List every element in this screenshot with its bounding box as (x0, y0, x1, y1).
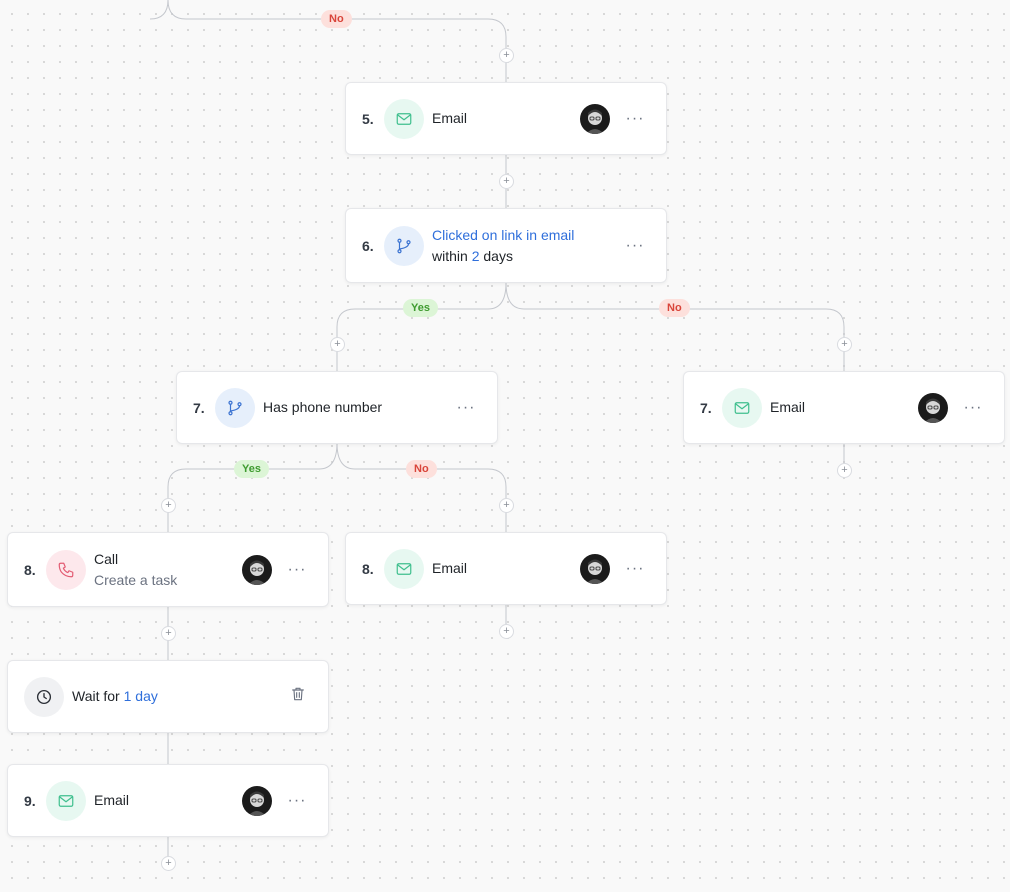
email-icon (384, 548, 424, 589)
more-options-button[interactable]: ··· (625, 109, 645, 127)
more-options-button[interactable]: ··· (287, 791, 307, 809)
step-card-condition[interactable]: 6. Clicked on link in email within 2 day… (345, 208, 667, 283)
avatar[interactable] (242, 554, 272, 585)
avatar[interactable] (580, 103, 610, 134)
trash-icon (292, 687, 304, 701)
branch-yes-label: Yes (234, 460, 269, 478)
branch-no-label: No (659, 299, 690, 317)
step-title: Email (770, 399, 806, 415)
add-step-button[interactable]: + (837, 463, 852, 478)
wait-prefix: Wait for (72, 688, 120, 704)
step-number: 8. (24, 561, 36, 578)
add-step-button[interactable]: + (161, 498, 176, 513)
step-number: 9. (24, 792, 36, 809)
step-number: 6. (362, 237, 374, 254)
step-card-email[interactable]: 7. Email ··· (683, 371, 1005, 444)
step-title: Email (432, 560, 468, 576)
add-step-button[interactable]: + (330, 337, 345, 352)
add-step-button[interactable]: + (161, 626, 176, 641)
avatar[interactable] (580, 553, 610, 584)
days-value[interactable]: 2 (471, 247, 480, 264)
email-icon (384, 98, 424, 139)
step-title: Call (94, 550, 119, 567)
step-number: 7. (700, 399, 712, 416)
email-icon (722, 387, 762, 428)
wait-duration[interactable]: 1 day (123, 688, 158, 704)
avatar[interactable] (242, 785, 272, 816)
phone-icon (46, 549, 86, 590)
more-options-button[interactable]: ··· (287, 560, 307, 578)
more-options-button[interactable]: ··· (963, 398, 983, 416)
condition-link[interactable]: Clicked on link in email (432, 226, 575, 243)
step-title: Has phone number (263, 399, 383, 415)
within-label: within (432, 247, 468, 264)
more-options-button[interactable]: ··· (625, 559, 645, 577)
step-number: 7. (193, 399, 205, 416)
branch-icon (384, 225, 424, 266)
step-number: 8. (362, 560, 374, 577)
step-card-call[interactable]: 8. Call Create a task ··· (7, 532, 329, 607)
add-step-button[interactable]: + (837, 337, 852, 352)
avatar[interactable] (918, 392, 948, 423)
step-card-email[interactable]: 9. Email ··· (7, 764, 329, 837)
branch-no-label: No (406, 460, 437, 478)
add-step-button[interactable]: + (499, 624, 514, 639)
delete-button[interactable] (290, 686, 306, 707)
step-title: Email (432, 110, 468, 126)
branch-no-label: No (321, 10, 352, 28)
branch-icon (215, 387, 255, 428)
email-icon (46, 780, 86, 821)
step-card-condition[interactable]: 7. Has phone number ··· (176, 371, 498, 444)
step-subtitle: Create a task (94, 571, 178, 588)
add-step-button[interactable]: + (161, 856, 176, 871)
clock-icon (24, 676, 64, 717)
step-card-email[interactable]: 5. Email ··· (345, 82, 667, 155)
step-number: 5. (362, 110, 374, 127)
more-options-button[interactable]: ··· (456, 398, 476, 416)
step-card-wait[interactable]: Wait for 1 day (7, 660, 329, 733)
step-title: Email (94, 792, 130, 808)
days-unit: days (483, 247, 513, 264)
more-options-button[interactable]: ··· (625, 236, 645, 254)
add-step-button[interactable]: + (499, 48, 514, 63)
add-step-button[interactable]: + (499, 174, 514, 189)
add-step-button[interactable]: + (499, 498, 514, 513)
branch-yes-label: Yes (403, 299, 438, 317)
step-card-email[interactable]: 8. Email ··· (345, 532, 667, 605)
